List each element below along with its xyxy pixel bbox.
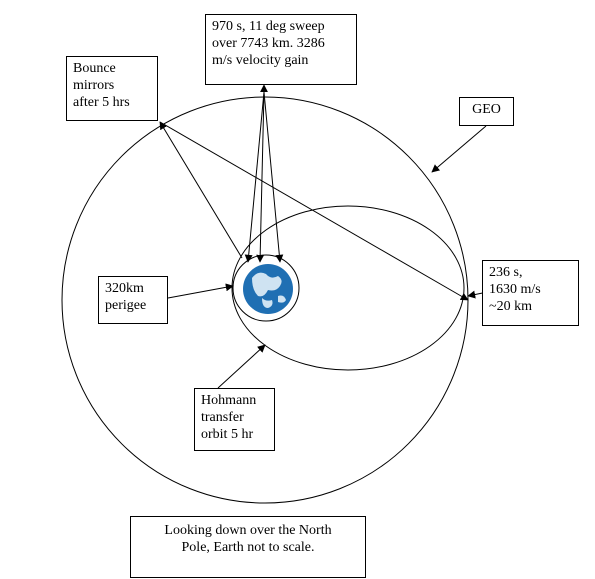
burn-arrow-3 — [263, 91, 284, 263]
bounce-mirrors-callout: Bounce mirrors after 5 hrs — [66, 56, 158, 121]
burn-arrow-2 — [256, 91, 265, 263]
bounce-arrow-to-right — [159, 121, 469, 301]
burn-duration-callout: 970 s, 11 deg sweep over 7743 km. 3286 m… — [205, 14, 357, 85]
perigee-callout: 320km perigee — [98, 276, 168, 324]
geo-pointer — [431, 125, 487, 173]
geo-callout: GEO — [459, 97, 514, 126]
bounce-arrow-to-mirror — [159, 121, 243, 259]
right-burn-callout: 236 s, 1630 m/s ~20 km — [482, 260, 579, 326]
earth-icon — [232, 254, 300, 322]
hohmann-pointer — [217, 344, 266, 389]
viewpoint-note: Looking down over the North Pole, Earth … — [130, 516, 366, 578]
perigee-pointer — [167, 283, 234, 299]
hohmann-callout: Hohmann transfer orbit 5 hr — [194, 388, 275, 451]
